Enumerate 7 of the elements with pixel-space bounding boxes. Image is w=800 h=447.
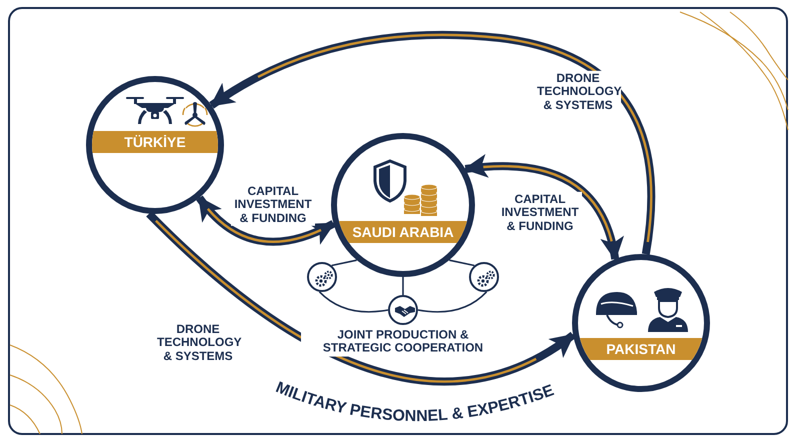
country-banner: PAKISTAN (578, 338, 704, 360)
edge-label: CAPITAL INVESTMENT & FUNDING (231, 184, 315, 226)
country-banner: SAUDI ARABIA (337, 221, 469, 243)
icon-circle (469, 262, 499, 292)
country-banner: TÜRKİYE (92, 131, 218, 153)
icon-circle (307, 262, 337, 292)
icon-circle (388, 295, 418, 325)
